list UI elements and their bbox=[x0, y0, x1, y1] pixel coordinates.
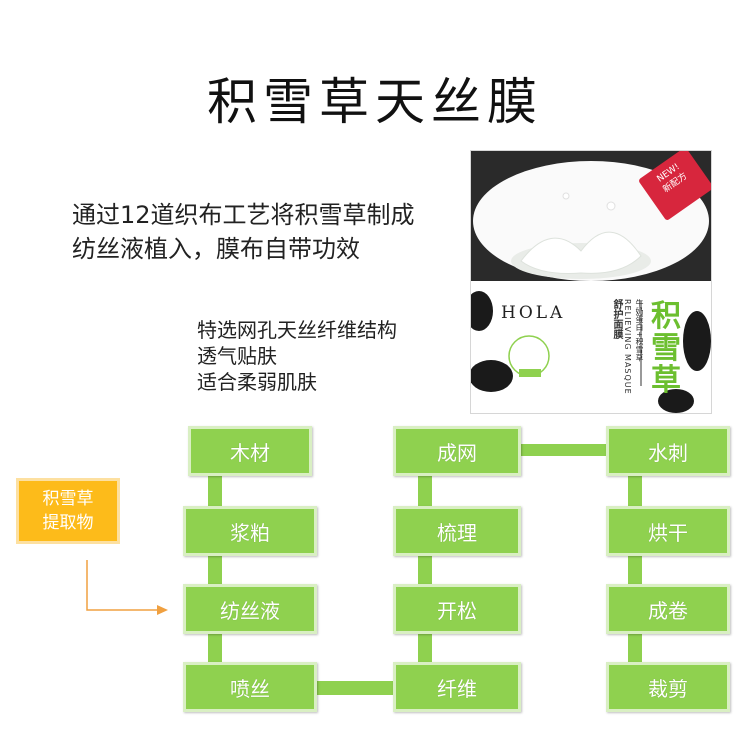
feature-list: 特选网孔天丝纤维结构 透气贴肤 适合柔弱肌肤 bbox=[197, 317, 457, 395]
flow-node-spunlace: 水刺 bbox=[606, 426, 730, 476]
product-name-label: 积雪草 bbox=[651, 299, 681, 398]
product-brand: HOLA bbox=[501, 303, 566, 323]
connector-c1-1-2 bbox=[208, 474, 222, 510]
flow-node-label: 水刺 bbox=[648, 440, 688, 465]
connector-c2-c3-top bbox=[518, 444, 612, 456]
flow-node-label: 木材 bbox=[230, 440, 270, 465]
flow-node-web-forming: 成网 bbox=[393, 426, 521, 476]
flow-node-label: 梳理 bbox=[437, 520, 477, 545]
description-line-1: 通过12道织布工艺将积雪草制成 bbox=[72, 201, 415, 229]
flow-node-wood: 木材 bbox=[188, 426, 312, 476]
flow-node-label: 裁剪 bbox=[648, 676, 688, 701]
input-line-2: 提取物 bbox=[42, 513, 94, 533]
product-english-label: RELIEVING MASQUE bbox=[623, 299, 632, 395]
connector-c1-c2-bottom bbox=[308, 681, 398, 695]
process-description: 通过12道织布工艺将积雪草制成 纺丝液植入，膜布自带功效 bbox=[72, 198, 472, 266]
connector-c2-3-2 bbox=[418, 554, 432, 588]
flow-node-pulp: 浆粕 bbox=[183, 506, 317, 556]
flow-node-label: 喷丝 bbox=[230, 676, 270, 701]
flow-node-label: 开松 bbox=[437, 598, 477, 623]
input-line-1: 积雪草 bbox=[42, 489, 94, 509]
feature-item-3: 适合柔弱肌肤 bbox=[197, 370, 317, 394]
flow-node-label: 成卷 bbox=[648, 598, 688, 623]
connector-c3-2-3 bbox=[628, 554, 642, 588]
flow-node-label: 烘干 bbox=[648, 520, 688, 545]
description-line-2: 纺丝液植入，膜布自带功效 bbox=[72, 235, 360, 263]
product-ingredients-label: 牛奶蛋白+积雪草 bbox=[635, 299, 644, 362]
flow-node-fiber: 纤维 bbox=[393, 662, 521, 712]
connector-c2-4-3 bbox=[418, 632, 432, 666]
flow-node-spinneret: 喷丝 bbox=[183, 662, 317, 712]
flow-node-carding: 梳理 bbox=[393, 506, 521, 556]
flow-node-label: 纺丝液 bbox=[220, 598, 280, 623]
connector-c3-3-4 bbox=[628, 632, 642, 666]
extract-input-node: 积雪草 提取物 bbox=[16, 478, 120, 544]
flow-node-opening: 开松 bbox=[393, 584, 521, 634]
flow-node-rolling: 成卷 bbox=[606, 584, 730, 634]
connector-c1-3-4 bbox=[208, 632, 222, 666]
flow-node-cutting: 裁剪 bbox=[606, 662, 730, 712]
connector-c1-2-3 bbox=[208, 554, 222, 588]
feature-item-1: 特选网孔天丝纤维结构 bbox=[197, 318, 397, 342]
product-pouch-image: NEW! 新配方 HOLA 舒护面膜 RELIEVING MASQUE 牛奶蛋白… bbox=[470, 150, 712, 414]
connector-c2-2-1 bbox=[418, 474, 432, 510]
flow-node-label: 成网 bbox=[437, 440, 477, 465]
flow-node-label: 浆粕 bbox=[230, 520, 270, 545]
flow-node-spinning-solution: 纺丝液 bbox=[183, 584, 317, 634]
flow-node-label: 纤维 bbox=[437, 676, 477, 701]
product-type-label: 舒护面膜 bbox=[611, 299, 622, 339]
connector-c3-1-2 bbox=[628, 474, 642, 510]
feature-item-2: 透气贴肤 bbox=[197, 344, 277, 368]
flow-node-drying: 烘干 bbox=[606, 506, 730, 556]
page-title: 积雪草天丝膜 bbox=[207, 73, 543, 131]
